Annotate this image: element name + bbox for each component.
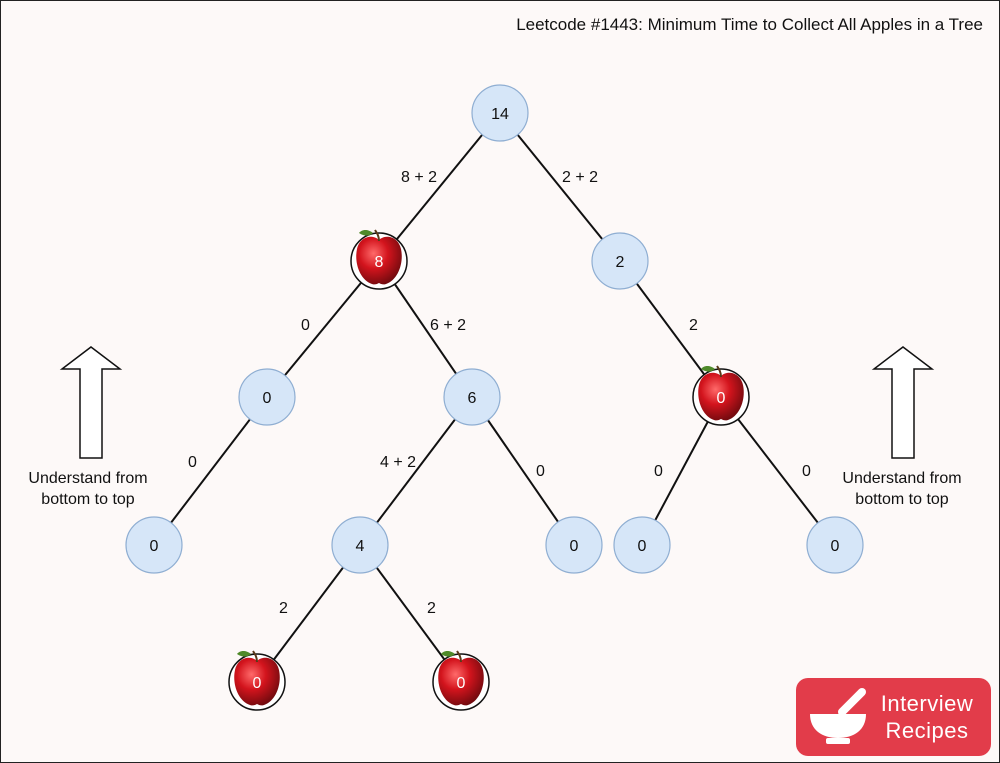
logo-text: Interview Recipes bbox=[868, 690, 986, 744]
node-value: 0 bbox=[638, 538, 647, 555]
mortar-pestle-icon bbox=[810, 688, 866, 744]
edge-root-a bbox=[378, 112, 501, 262]
apple-icon bbox=[698, 365, 744, 421]
node-value: 0 bbox=[457, 675, 466, 692]
tree-node-e-apple: 0 bbox=[692, 365, 750, 426]
edge-label-a-d: 6 + 2 bbox=[430, 317, 466, 334]
edge-label-g-k: 2 bbox=[279, 600, 288, 617]
hint-right: Understand from bottom to top bbox=[842, 470, 962, 508]
hint-left: Understand from bottom to top bbox=[28, 470, 148, 508]
tree-node-a-apple: 8 bbox=[350, 229, 408, 290]
tree-node-j: 0 bbox=[806, 516, 864, 574]
node-value: 6 bbox=[468, 390, 477, 407]
node-value: 0 bbox=[253, 675, 262, 692]
apple-icon bbox=[356, 229, 402, 285]
node-value: 8 bbox=[375, 254, 384, 271]
node-value: 14 bbox=[491, 106, 509, 123]
tree-node-c: 0 bbox=[238, 368, 296, 426]
tree-node-h: 0 bbox=[545, 516, 603, 574]
edge-label-root-b: 2 + 2 bbox=[562, 169, 598, 186]
tree-node-k-apple: 0 bbox=[228, 650, 286, 711]
edge-label-b-e: 2 bbox=[689, 317, 698, 334]
logo-line2: Recipes bbox=[885, 718, 969, 743]
tree-node-b: 2 bbox=[591, 232, 649, 290]
apple-icon bbox=[438, 650, 484, 706]
edge-label-c-f: 0 bbox=[188, 454, 197, 471]
node-value: 0 bbox=[263, 390, 272, 407]
logo-line1: Interview bbox=[880, 691, 974, 716]
up-arrow-icon bbox=[59, 346, 123, 459]
tree-node-f: 0 bbox=[125, 516, 183, 574]
edge-c-f bbox=[153, 396, 268, 546]
tree-node-g: 4 bbox=[331, 516, 389, 574]
tree-node-d: 6 bbox=[443, 368, 501, 426]
node-value: 2 bbox=[616, 254, 625, 271]
node-value: 0 bbox=[717, 390, 726, 407]
edge-label-d-h: 0 bbox=[536, 463, 545, 480]
node-value: 0 bbox=[150, 538, 159, 555]
tree-node-l-apple: 0 bbox=[432, 650, 490, 711]
node-value: 0 bbox=[570, 538, 579, 555]
tree-node-root: 14 bbox=[471, 84, 529, 142]
edge-label-d-g: 4 + 2 bbox=[380, 454, 416, 471]
edge-e-j bbox=[720, 396, 836, 546]
edge-label-e-j: 0 bbox=[802, 463, 811, 480]
edge-d-h bbox=[471, 396, 575, 546]
interview-recipes-logo: Interview Recipes bbox=[796, 678, 991, 756]
edge-d-g bbox=[359, 396, 473, 546]
edge-label-a-c: 0 bbox=[301, 317, 310, 334]
tree-node-i: 0 bbox=[613, 516, 671, 574]
edge-root-b bbox=[499, 112, 621, 262]
edge-label-root-a: 8 + 2 bbox=[401, 169, 437, 186]
edge-a-c bbox=[266, 260, 380, 398]
up-arrow-icon bbox=[871, 346, 935, 459]
node-value: 0 bbox=[831, 538, 840, 555]
node-value: 4 bbox=[356, 538, 365, 555]
edge-label-e-i: 0 bbox=[654, 463, 663, 480]
apple-icon bbox=[234, 650, 280, 706]
diagram-title: Leetcode #1443: Minimum Time to Collect … bbox=[516, 15, 983, 34]
edge-label-g-l: 2 bbox=[427, 600, 436, 617]
